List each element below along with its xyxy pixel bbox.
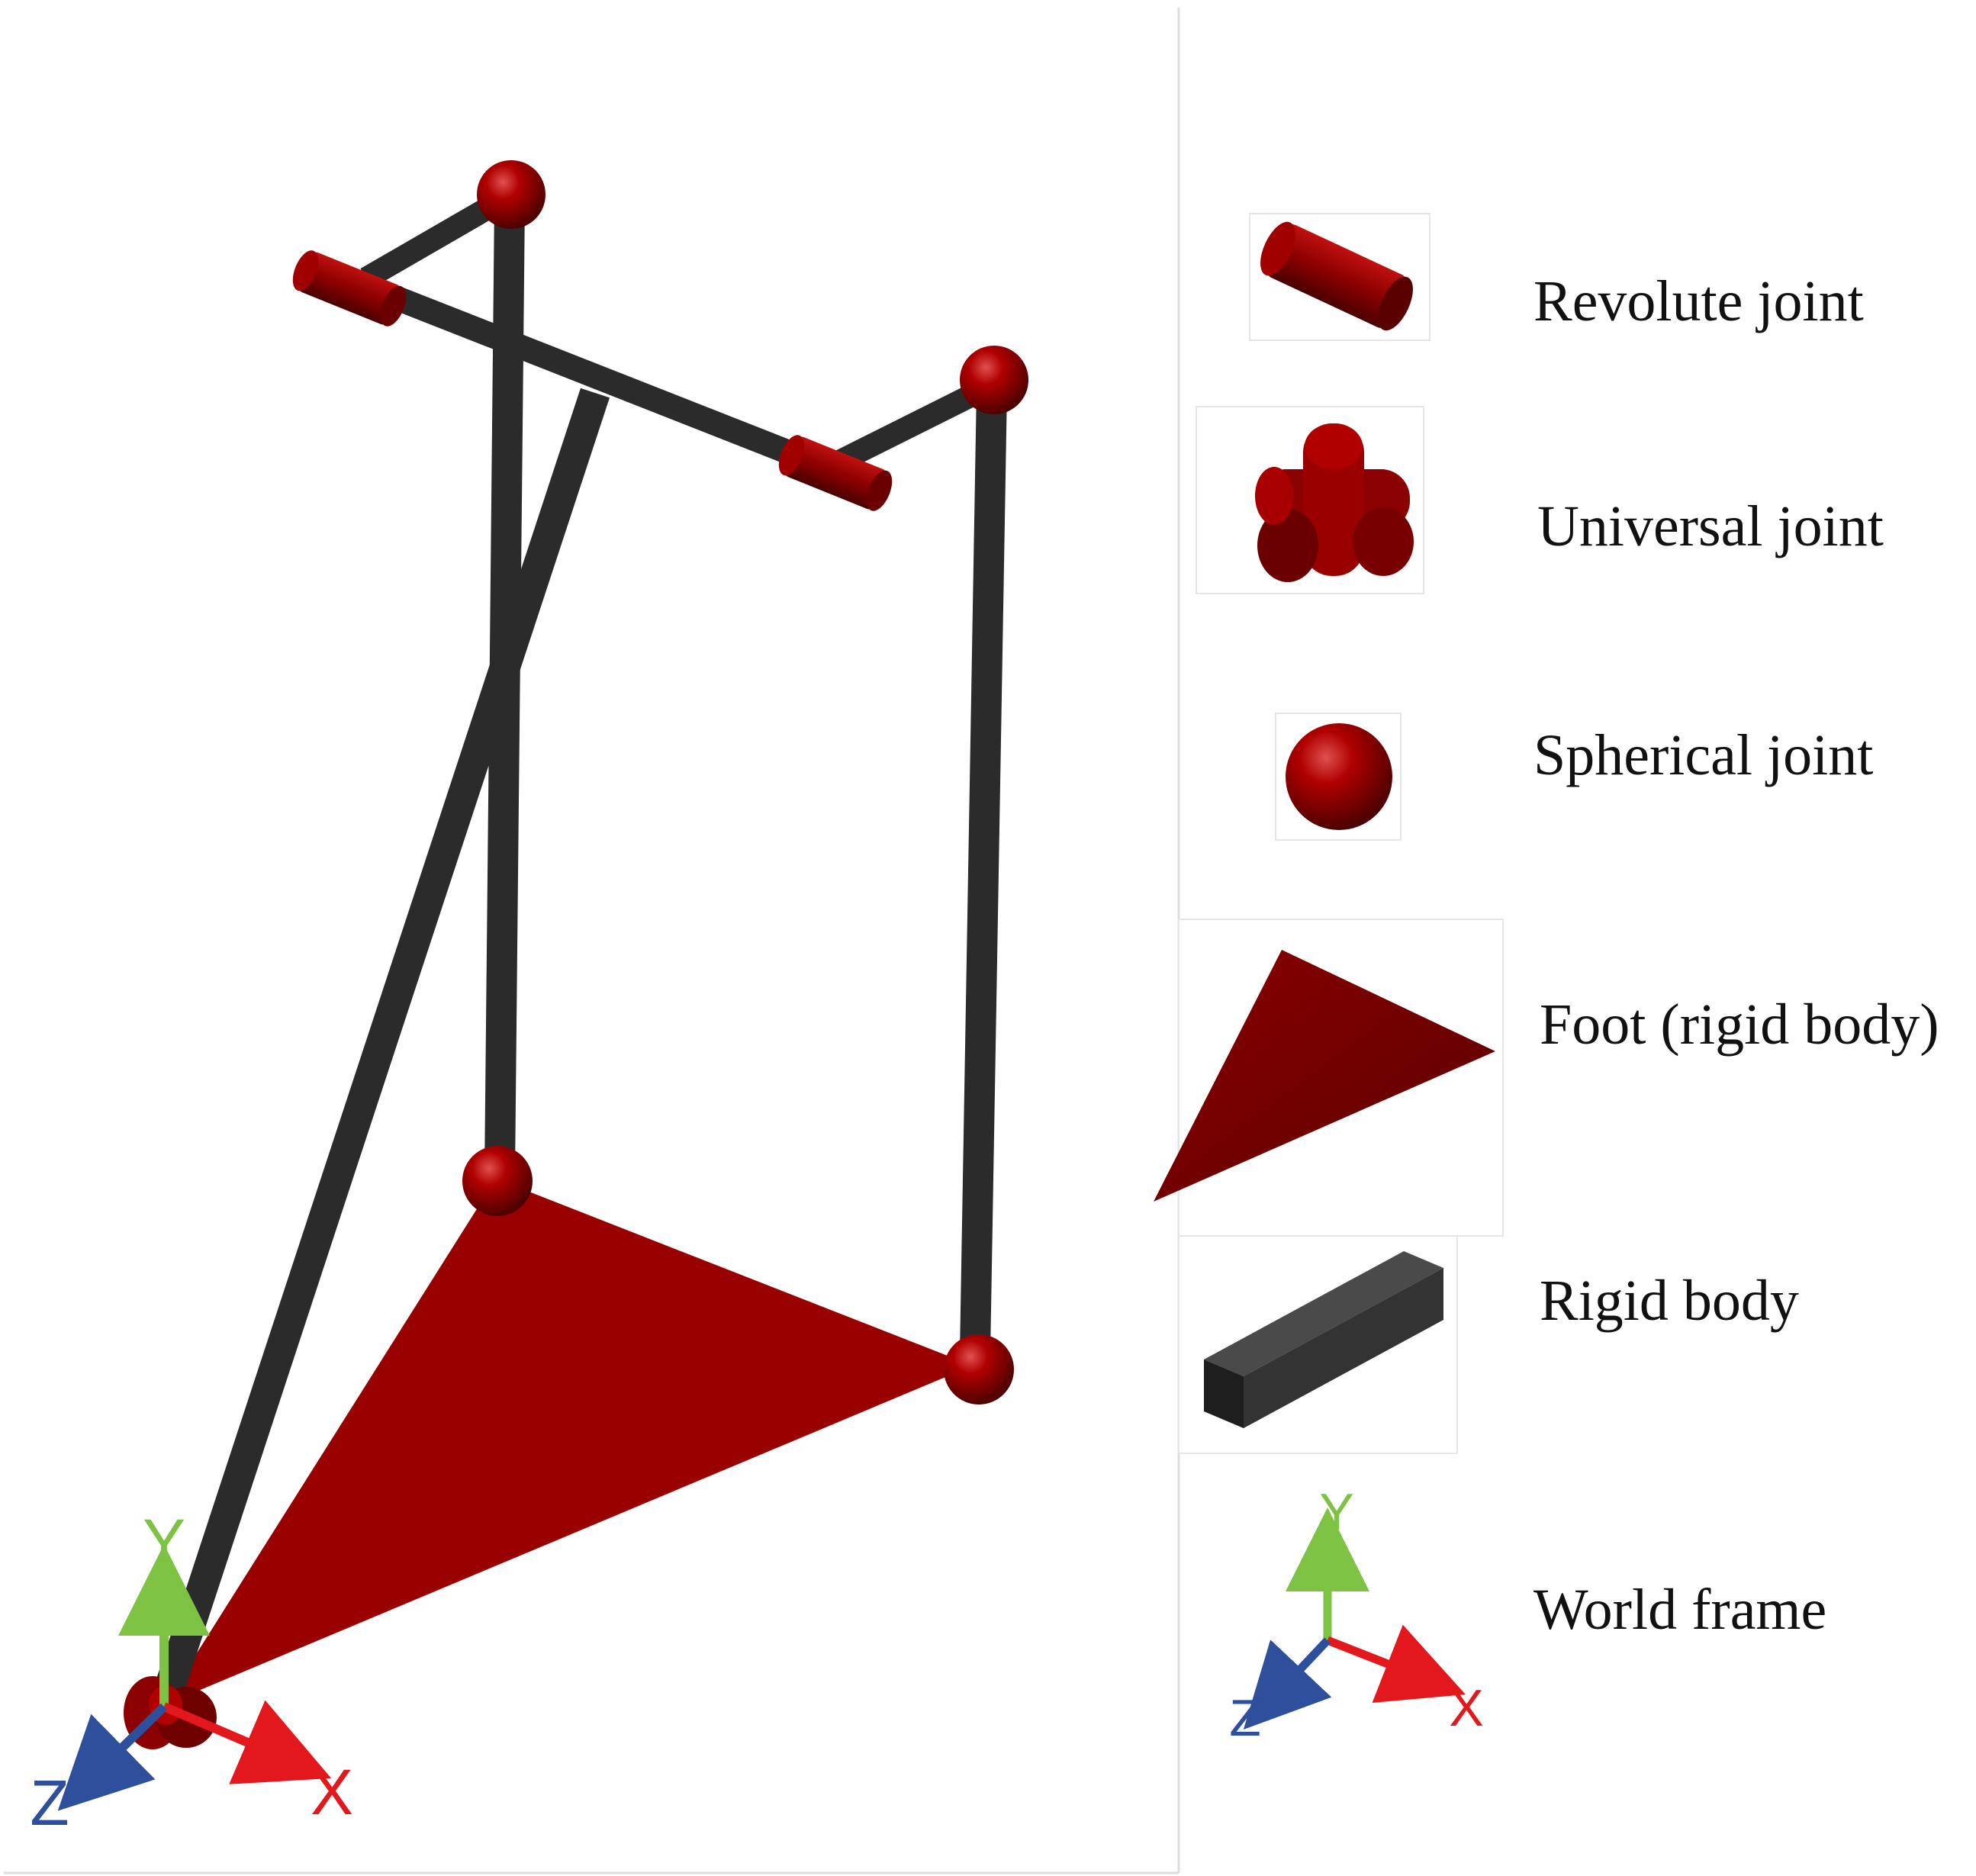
legend-label-rigid-body: Rigid body <box>1540 1269 1799 1333</box>
spherical-joint-top-left <box>477 160 545 229</box>
legend-label-world-frame: World frame <box>1533 1578 1826 1642</box>
revolute-joint-top-left <box>292 250 407 327</box>
spherical-joint-top-right <box>960 346 1028 414</box>
axis-x-label: X <box>311 1756 353 1828</box>
legend-item-spherical-joint: Spherical joint <box>1275 713 1873 841</box>
rigid-body-icon <box>1204 1251 1443 1428</box>
legend-item-world-frame: Y X Z World frame <box>1229 1483 1826 1747</box>
legend: Revolute joint Universal joint Spherical… <box>1154 213 1939 1747</box>
world-frame-icon: Y X Z <box>1229 1483 1483 1747</box>
revolute-joint-icon <box>1260 221 1413 331</box>
legend-label-universal-joint: Universal joint <box>1537 494 1884 558</box>
mechanism: Y X Z <box>30 160 1028 1839</box>
spherical-joint-foot-right <box>944 1334 1014 1405</box>
legend-axis-y-label: Y <box>1319 1483 1353 1541</box>
legend-item-revolute-joint: Revolute joint <box>1249 213 1864 341</box>
legend-label-revolute-joint: Revolute joint <box>1533 269 1864 333</box>
axis-y-label: Y <box>143 1506 185 1578</box>
link-crossbar <box>362 275 836 481</box>
link-top-right <box>826 375 997 476</box>
world-frame-base: Y X Z <box>30 1506 353 1839</box>
legend-label-foot: Foot (rigid body) <box>1540 993 1939 1057</box>
legend-label-spherical-joint: Spherical joint <box>1533 723 1873 787</box>
legend-item-universal-joint: Universal joint <box>1196 406 1884 594</box>
legend-axis-x-label: X <box>1449 1679 1483 1737</box>
legend-axis-z-label: Z <box>1229 1689 1261 1747</box>
legend-item-rigid-body: Rigid body <box>1178 1235 1799 1454</box>
panel-borders <box>4 8 1180 1874</box>
foot-plate <box>164 1179 973 1705</box>
spherical-joint-foot-left <box>462 1146 533 1216</box>
foot-icon <box>1154 950 1495 1202</box>
rigid-links <box>151 187 1007 1703</box>
link-diagonal <box>151 388 610 1703</box>
universal-joint-icon <box>1255 423 1414 582</box>
revolute-joint-top-right <box>778 435 893 511</box>
legend-item-foot: Foot (rigid body) <box>1154 919 1939 1237</box>
axis-z-label: Z <box>30 1767 69 1839</box>
link-vertical-right <box>960 388 1007 1355</box>
spherical-joint-icon <box>1286 723 1392 830</box>
